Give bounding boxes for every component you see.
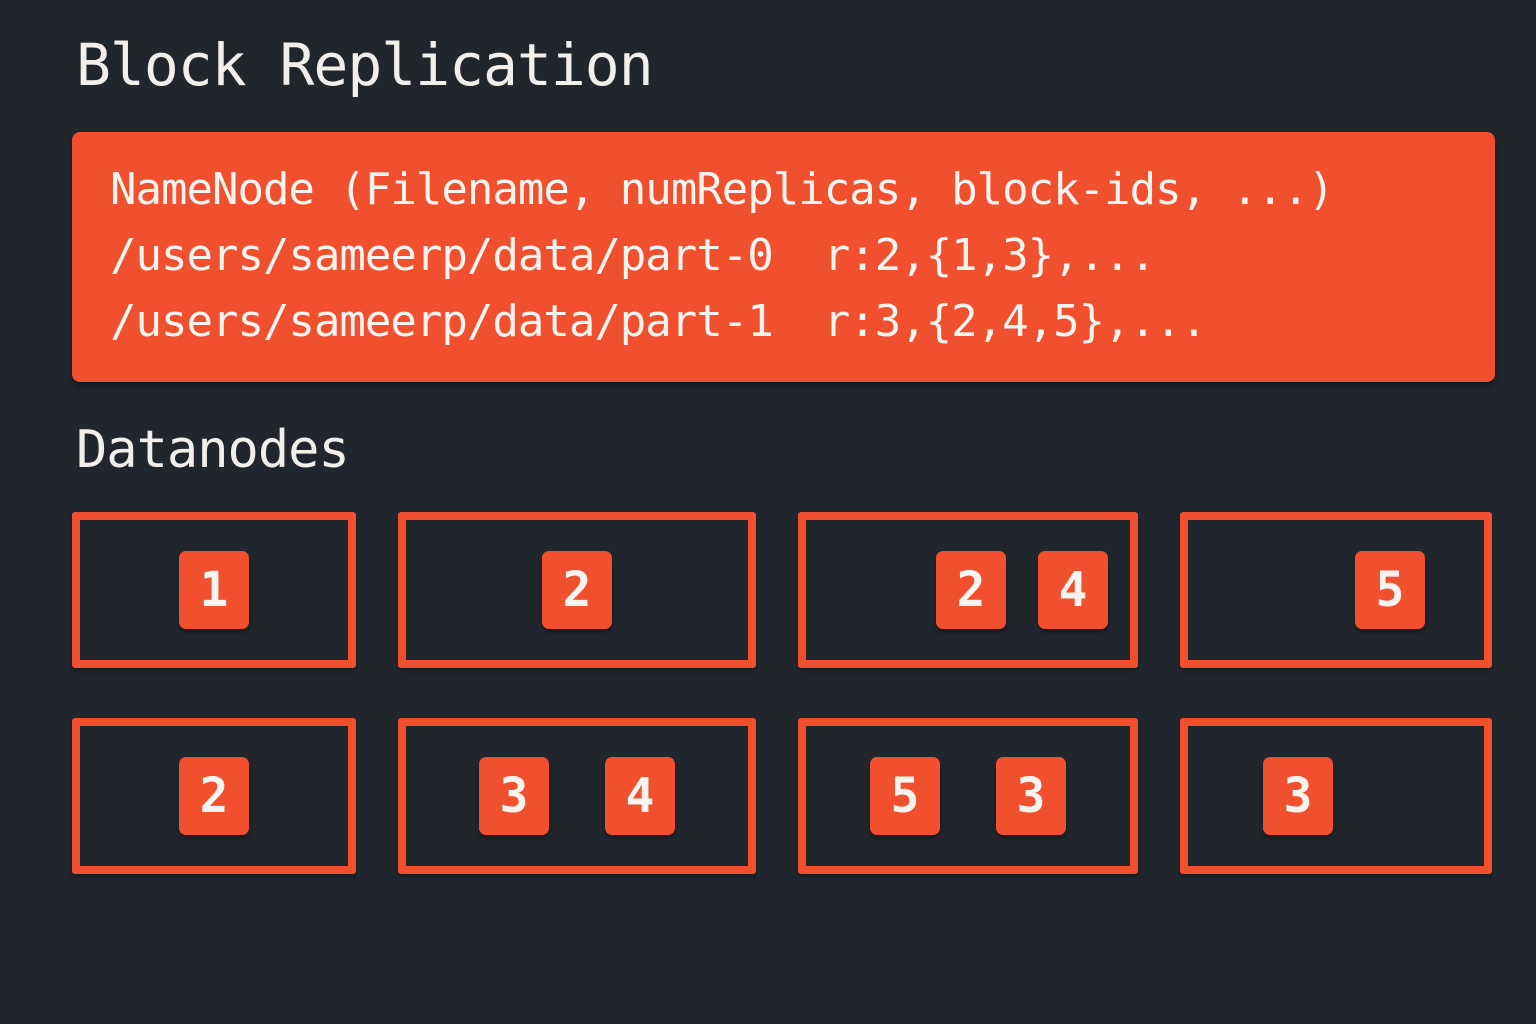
datanode-box: 3: [1180, 718, 1492, 874]
namenode-file-entry: /users/sameerp/data/part-0 r:2,{1,3},...: [110, 230, 1156, 281]
block-chip: 4: [605, 757, 675, 835]
block-group: 3: [1263, 757, 1333, 835]
namenode-file-entry: /users/sameerp/data/part-1 r:3,{2,4,5},.…: [110, 296, 1207, 347]
block-chip: 5: [1355, 551, 1425, 629]
block-group: 5: [1355, 551, 1425, 629]
block-chip: 2: [542, 551, 612, 629]
datanode-box: 1: [72, 512, 356, 668]
block-chip: 4: [1038, 551, 1108, 629]
block-chip: 5: [870, 757, 940, 835]
block-chip: 2: [936, 551, 1006, 629]
namenode-panel: NameNode (Filename, numReplicas, block-i…: [72, 132, 1495, 382]
datanode-box: 2: [398, 512, 756, 668]
block-chip: 3: [996, 757, 1066, 835]
datanode-box: 5: [1180, 512, 1492, 668]
block-chip: 2: [179, 757, 249, 835]
block-group: 1: [179, 551, 249, 629]
namenode-header-line: NameNode (Filename, numReplicas, block-i…: [110, 164, 1335, 215]
block-group: 2: [179, 757, 249, 835]
datanode-box: 2: [72, 718, 356, 874]
page-title: Block Replication: [76, 31, 654, 99]
block-chip: 1: [179, 551, 249, 629]
datanodes-heading: Datanodes: [76, 420, 350, 480]
block-chip: 3: [479, 757, 549, 835]
block-group: 2: [542, 551, 612, 629]
block-chip: 3: [1263, 757, 1333, 835]
